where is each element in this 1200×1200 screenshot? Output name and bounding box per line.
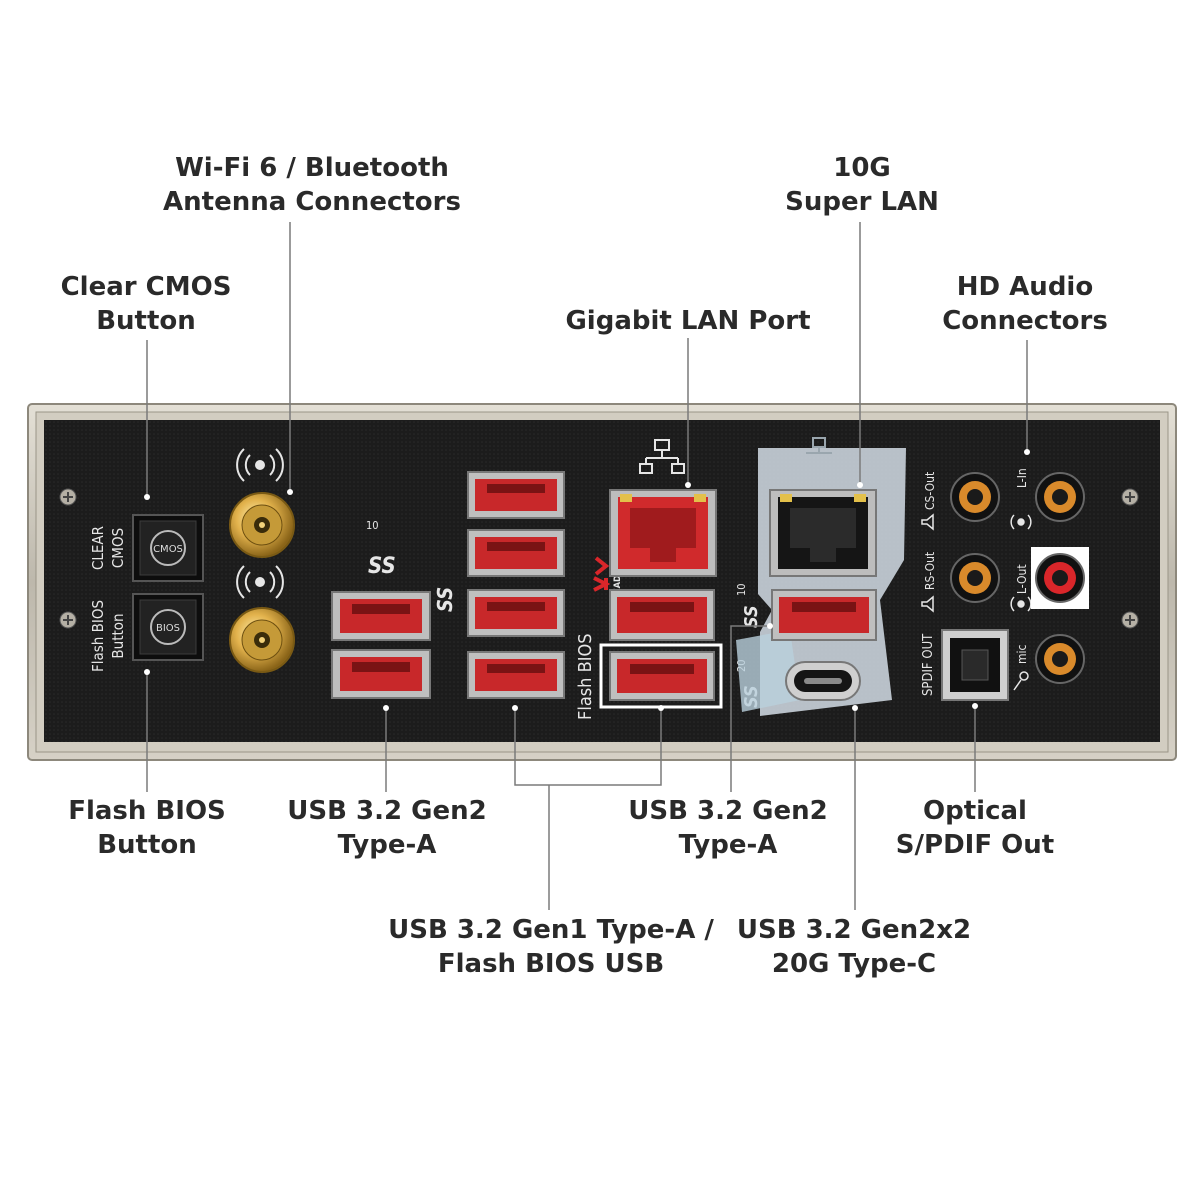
superspeed-10-label: SS xyxy=(368,554,396,579)
l-in-label: L-In xyxy=(1015,468,1029,488)
wifi-antenna-icon xyxy=(236,448,284,599)
usb-gen1-port-2[interactable] xyxy=(467,529,565,577)
usb-gen1-port-1[interactable] xyxy=(467,471,565,519)
callout-hd-audio-line1: HD Audio xyxy=(956,272,1094,302)
usb-gen1-port-3[interactable] xyxy=(467,589,565,637)
screw-icon xyxy=(59,488,1139,629)
usb-gen2-port-right-b[interactable] xyxy=(771,589,877,641)
callout-gigabit-lan: Gigabit LAN Port xyxy=(565,304,810,338)
leader-lines xyxy=(146,222,1028,910)
leader-dots xyxy=(144,449,1030,711)
callout-flash-bios: Flash BIOS Button xyxy=(68,794,226,862)
callout-flash-bios-line1: Flash BIOS xyxy=(68,796,226,826)
usb-gen1-port-4[interactable] xyxy=(467,651,565,699)
callout-optical-line2: S/PDIF Out xyxy=(895,830,1055,860)
antenna-connector-2[interactable] xyxy=(229,607,295,673)
network-10g-icon xyxy=(806,437,832,454)
10g-super-lan-port[interactable] xyxy=(769,489,877,577)
callout-usb-gen2-left-line1: USB 3.2 Gen2 xyxy=(287,796,487,826)
superspeed-label: SS xyxy=(433,587,457,612)
callout-10g-lan: 10G Super LAN xyxy=(785,151,939,219)
callout-usb-gen1: USB 3.2 Gen1 Type-A / Flash BIOS USB xyxy=(388,913,714,981)
flash-bios-usb-port[interactable] xyxy=(599,643,723,709)
usb-gen2-port-right-a[interactable] xyxy=(609,589,715,641)
callout-usb-gen1-line1: USB 3.2 Gen1 Type-A / xyxy=(388,915,714,945)
superspeed-10-number: 10 xyxy=(366,519,379,532)
callout-clear-cmos-line2: Button xyxy=(96,306,196,336)
usb-type-c-20g-port[interactable] xyxy=(785,661,861,701)
antenna-connector-1[interactable] xyxy=(229,492,295,558)
callout-optical-line1: Optical xyxy=(923,796,1027,826)
callout-hd-audio-line2: Connectors xyxy=(942,306,1108,336)
callout-wifi-antenna: Wi-Fi 6 / Bluetooth Antenna Connectors xyxy=(163,151,461,219)
callout-usb-gen2-right: USB 3.2 Gen2 Type-A xyxy=(628,794,827,862)
callout-usb-gen2x2-line2: 20G Type-C xyxy=(771,949,937,979)
callout-usb-gen2-right-line2: Type-A xyxy=(678,830,778,860)
usb-gen2-port-left-bottom[interactable] xyxy=(331,649,431,699)
bios-button-label: BIOS xyxy=(156,623,180,634)
rs-out-label: RS-Out xyxy=(923,552,937,590)
clear-cmos-button[interactable]: CMOS xyxy=(132,514,204,582)
network-icon xyxy=(639,439,685,474)
clear-cmos-plate-label: CLEAR xyxy=(89,526,107,570)
callout-usb-gen2-left-line2: Type-A xyxy=(337,830,437,860)
mic-jack[interactable] xyxy=(1035,634,1085,684)
optical-spdif-port[interactable] xyxy=(941,629,1009,701)
l-out-label: L-Out xyxy=(1015,564,1029,594)
callout-optical-spdif: Optical S/PDIF Out xyxy=(896,794,1054,862)
rs-out-jack[interactable] xyxy=(950,553,1000,603)
speaker-icon xyxy=(921,513,934,613)
callout-flash-bios-line2: Button xyxy=(97,830,197,860)
line-in-icon xyxy=(1010,514,1032,530)
callout-10g-line2: Super LAN xyxy=(785,187,939,217)
callout-usb-gen2-right-line1: USB 3.2 Gen2 xyxy=(628,796,828,826)
callout-usb-gen1-line2: Flash BIOS USB xyxy=(437,949,665,979)
line-in-jack[interactable] xyxy=(1035,472,1085,522)
callout-clear-cmos: Clear CMOS Button xyxy=(61,270,232,338)
cmos-button-label: CMOS xyxy=(153,544,183,555)
flash-bios-usb-label: Flash BIOS xyxy=(575,634,596,721)
callout-wifi-line1: Wi-Fi 6 / Bluetooth xyxy=(175,153,449,183)
usb-gen2-port-left-top[interactable] xyxy=(331,591,431,641)
ready-logo-icon xyxy=(593,556,611,592)
clear-cmos-plate-label-2: CMOS xyxy=(109,528,127,568)
callout-wifi-line2: Antenna Connectors xyxy=(163,187,461,217)
superspeed-10-right-label: SS xyxy=(741,605,762,628)
mic-label: mic xyxy=(1015,644,1029,664)
callout-clear-cmos-line1: Clear CMOS xyxy=(60,272,232,302)
callout-usb-gen2-left: USB 3.2 Gen2 Type-A xyxy=(287,794,486,862)
callout-usb-gen2x2: USB 3.2 Gen2x2 20G Type-C xyxy=(737,913,971,981)
cs-out-label: CS-Out xyxy=(923,472,937,510)
callout-usb-gen2x2-line1: USB 3.2 Gen2x2 xyxy=(736,915,972,945)
flash-bios-button[interactable]: BIOS xyxy=(132,593,204,661)
mic-icon xyxy=(1013,671,1029,691)
flash-bios-plate-label: Flash BIOS xyxy=(89,600,107,672)
ready-label: READY xyxy=(613,570,623,600)
flash-bios-plate-label-2: Button xyxy=(109,613,127,658)
callout-10g-line1: 10G xyxy=(833,153,891,183)
callout-hd-audio: HD Audio Connectors xyxy=(942,270,1108,338)
cs-out-jack[interactable] xyxy=(950,472,1000,522)
superspeed-10-right-number: 10 xyxy=(735,583,748,596)
callout-gigabit-line1: Gigabit LAN Port xyxy=(565,306,811,336)
line-out-jack[interactable] xyxy=(1031,547,1089,609)
spdif-out-label: SPDIF OUT xyxy=(921,633,936,696)
gigabit-lan-port[interactable] xyxy=(609,489,717,577)
line-out-icon xyxy=(1010,596,1032,612)
